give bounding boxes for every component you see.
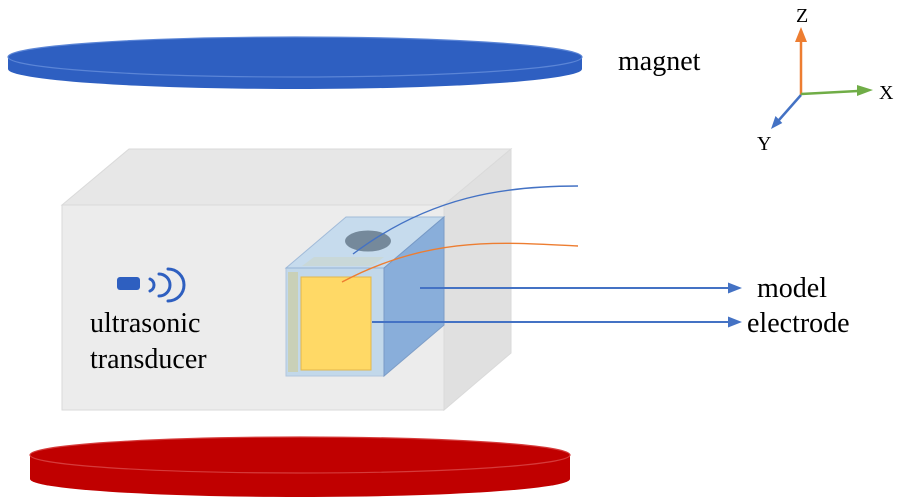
chamber-top-face (60, 148, 513, 206)
orange-wire (341, 242, 579, 283)
model-callout-arrow (420, 282, 742, 294)
transducer-label-line1: ultrasonic (90, 308, 200, 339)
sound-wave-arc-medium (157, 272, 172, 298)
top-magnet-top-ellipse (7, 36, 583, 78)
y-axis-line (778, 94, 802, 121)
magnet-label: magnet (618, 46, 701, 77)
x-axis-arrowhead (857, 85, 873, 96)
x-axis-label: X (879, 82, 894, 104)
z-axis-arrowhead (795, 27, 807, 42)
blue-wire (352, 185, 579, 255)
coordinate-axes (771, 27, 873, 129)
z-axis-label: Z (796, 5, 808, 27)
bottom-magnet-top-ellipse (29, 436, 571, 474)
bottom-magnet-disk (29, 436, 571, 497)
sound-wave-arc-small (148, 277, 156, 293)
transducer-label-line2: transducer (90, 344, 207, 375)
model-label: model (757, 273, 827, 304)
top-magnet-disk (7, 36, 583, 89)
model-side-face (383, 215, 445, 378)
electrode-label: electrode (747, 308, 850, 339)
x-axis-line (800, 89, 859, 96)
y-axis-label: Y (757, 133, 771, 155)
front-electrode-plate (300, 276, 372, 371)
ultrasonic-transducer-icon (117, 267, 186, 303)
y-axis-arrowhead (771, 116, 783, 129)
model-callout-arrowhead (728, 282, 742, 294)
transducer-body (117, 277, 140, 290)
electrode-callout-arrowhead (728, 316, 742, 328)
electrode-callout-arrow (372, 316, 742, 328)
sound-wave-arc-large (166, 267, 186, 303)
